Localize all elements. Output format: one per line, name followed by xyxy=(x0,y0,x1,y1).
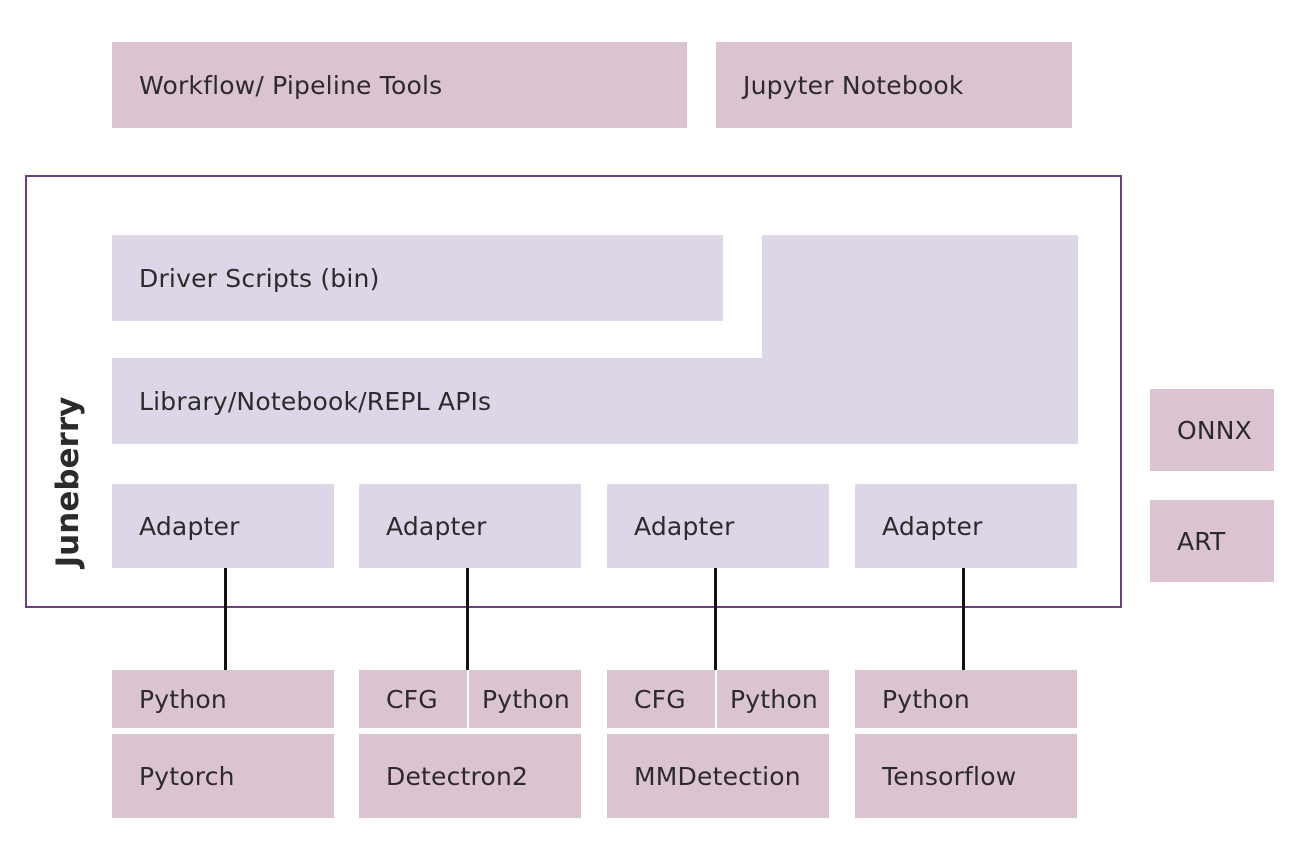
juneberry-frame xyxy=(25,175,1122,608)
pytorch-box: Pytorch xyxy=(112,734,334,818)
library-apis-label: Library/Notebook/REPL APIs xyxy=(139,386,492,416)
python-cell: Python xyxy=(855,670,1077,728)
driver-scripts-box: Driver Scripts (bin) xyxy=(112,235,723,321)
adapter-label: Adapter xyxy=(634,511,735,541)
detectron2-box: Detectron2 xyxy=(359,734,581,818)
python-cell: Python xyxy=(717,670,829,728)
onnx-label: ONNX xyxy=(1177,415,1253,445)
cfg-cell: CFG xyxy=(607,670,715,728)
tensorflow-label: Tensorflow xyxy=(882,761,1017,791)
mmdetection-box: MMDetection xyxy=(607,734,829,818)
jupyter-notebook-box: Jupyter Notebook xyxy=(716,42,1072,128)
detectron2-label: Detectron2 xyxy=(386,761,529,791)
python-cell: Python xyxy=(112,670,334,728)
library-apis-box: Library/Notebook/REPL APIs xyxy=(112,358,1078,444)
workflow-pipeline-tools-box: Workflow/ Pipeline Tools xyxy=(112,42,687,128)
adapter-box-mmdetection: Adapter xyxy=(607,484,829,568)
driver-scripts-label: Driver Scripts (bin) xyxy=(139,263,380,293)
tensorflow-box: Tensorflow xyxy=(855,734,1077,818)
adapter-label: Adapter xyxy=(882,511,983,541)
art-label: ART xyxy=(1177,526,1226,556)
workflow-pipeline-tools-label: Workflow/ Pipeline Tools xyxy=(139,70,443,100)
python-label: Python xyxy=(482,684,570,714)
connector-line-tensorflow xyxy=(962,568,965,670)
python-label: Python xyxy=(882,684,970,714)
cfg-label: CFG xyxy=(634,684,686,714)
python-cell: Python xyxy=(469,670,581,728)
juneberry-title: Juneberry xyxy=(50,396,86,568)
adapter-label: Adapter xyxy=(139,511,240,541)
python-label: Python xyxy=(730,684,818,714)
connector-line-detectron2 xyxy=(466,568,469,670)
library-apis-upper-extension xyxy=(762,235,1078,359)
jupyter-notebook-label: Jupyter Notebook xyxy=(743,70,964,100)
pytorch-label: Pytorch xyxy=(139,761,235,791)
cfg-cell: CFG xyxy=(359,670,467,728)
adapter-box-tensorflow: Adapter xyxy=(855,484,1077,568)
mmdetection-label: MMDetection xyxy=(634,761,801,791)
connector-line-pytorch xyxy=(224,568,227,670)
cfg-label: CFG xyxy=(386,684,438,714)
adapter-box-detectron2: Adapter xyxy=(359,484,581,568)
onnx-box: ONNX xyxy=(1150,389,1274,471)
python-label: Python xyxy=(139,684,227,714)
adapter-label: Adapter xyxy=(386,511,487,541)
connector-line-mmdetection xyxy=(714,568,717,670)
adapter-box-pytorch: Adapter xyxy=(112,484,334,568)
art-box: ART xyxy=(1150,500,1274,582)
